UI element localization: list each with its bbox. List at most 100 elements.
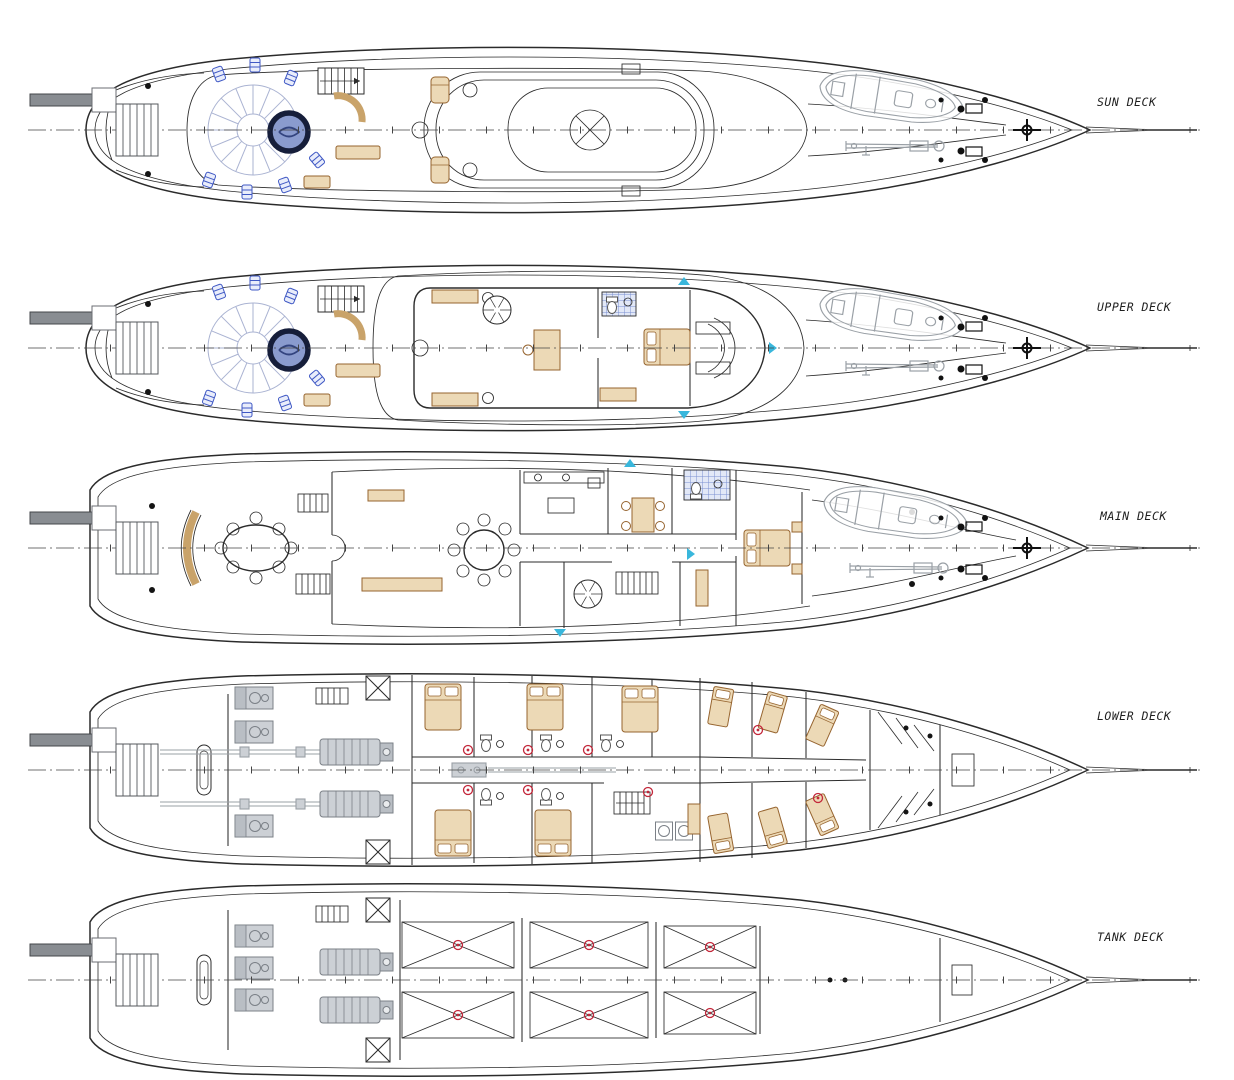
generator xyxy=(234,956,274,980)
aft-stairs xyxy=(295,493,331,595)
deck-label-tank: TANK DECK xyxy=(1097,930,1164,944)
toilet xyxy=(606,296,618,314)
stern-gangway xyxy=(29,937,159,1007)
toilet xyxy=(540,788,552,806)
generator xyxy=(234,686,274,710)
sideboard xyxy=(361,577,443,592)
crew-mess-table xyxy=(687,803,701,835)
tender-boat xyxy=(815,63,968,132)
dining-chairs xyxy=(214,511,298,585)
guest-bed xyxy=(534,809,572,857)
deck-section-sun: SUN DECK xyxy=(0,15,1234,245)
crew-bunk xyxy=(707,685,735,728)
galley xyxy=(523,471,605,514)
marker-cyan xyxy=(678,411,690,419)
nightstand xyxy=(791,521,803,533)
guest-bed xyxy=(526,683,564,731)
sun-lounger xyxy=(430,76,450,104)
crew-bunk xyxy=(804,703,840,748)
deck-section-tank: TANK DECK xyxy=(0,880,1234,1080)
breakfast-chairs xyxy=(621,501,665,531)
table xyxy=(335,363,381,378)
salon-table xyxy=(463,529,505,571)
main-engine xyxy=(319,996,394,1024)
marker-cyan xyxy=(554,629,566,637)
washer xyxy=(655,821,673,841)
tender-boat xyxy=(819,479,972,548)
deck-crane xyxy=(845,140,945,156)
toilet xyxy=(600,734,612,752)
salon-chairs xyxy=(447,513,521,587)
lower-deck-drawing xyxy=(0,673,1234,867)
bathroom-tiles xyxy=(601,291,637,317)
main-engine xyxy=(319,948,394,976)
spiral-stairs xyxy=(573,579,603,609)
guest-bed xyxy=(424,683,462,731)
table xyxy=(303,393,331,407)
generator xyxy=(234,720,274,744)
toilet xyxy=(480,788,492,806)
toilet xyxy=(690,482,702,500)
bow-frames xyxy=(877,711,935,829)
generator xyxy=(234,924,274,948)
stairs-crew xyxy=(613,791,651,815)
tender-boat xyxy=(815,281,968,350)
sun-lounger xyxy=(430,156,450,184)
sun-deck-drawing xyxy=(0,46,1234,214)
crew-bunk xyxy=(707,812,735,855)
engine-room-stairs xyxy=(315,905,349,923)
deck-label-sun: SUN DECK xyxy=(1097,95,1157,109)
spiral-stairs xyxy=(482,295,512,325)
deck-label-upper: UPPER DECK xyxy=(1097,300,1172,314)
toilet xyxy=(540,734,552,752)
settee xyxy=(431,289,479,304)
marker-cyan xyxy=(624,459,636,467)
stairs xyxy=(317,67,365,95)
transom-bench xyxy=(183,510,200,586)
cabinet xyxy=(599,387,637,402)
main-engine xyxy=(319,790,394,818)
engine-room-stairs xyxy=(315,687,349,705)
hatch xyxy=(365,897,391,923)
bar-counter xyxy=(333,310,366,341)
nightstand xyxy=(791,563,803,575)
stairs-down xyxy=(615,571,659,595)
main-deck-drawing xyxy=(0,451,1234,645)
cabinet xyxy=(695,569,709,607)
stern-gangway xyxy=(29,727,159,797)
sideboard xyxy=(367,489,405,502)
superstructure-edge xyxy=(186,67,808,193)
generator xyxy=(234,814,274,838)
deck-section-upper: UPPER DECK xyxy=(0,233,1234,463)
stairs xyxy=(317,285,365,313)
deck-label-lower: LOWER DECK xyxy=(1097,709,1172,723)
stern-gangway xyxy=(29,305,159,375)
deck-section-lower: LOWER DECK xyxy=(0,664,1234,876)
guest-bed xyxy=(621,685,659,733)
captain-bed xyxy=(643,328,691,366)
guest-bed xyxy=(434,809,472,857)
tank-deck-drawing xyxy=(0,883,1234,1077)
crew-bunk xyxy=(757,690,789,734)
upper-deck-drawing xyxy=(0,264,1234,432)
table xyxy=(303,175,331,189)
prop-shafts xyxy=(160,746,320,810)
crew-bunk xyxy=(757,806,789,850)
table xyxy=(533,329,561,371)
deck-crane xyxy=(849,562,949,578)
hatch xyxy=(365,675,391,701)
marker-cyan xyxy=(687,548,695,560)
stern-gangway xyxy=(29,505,159,575)
toilet xyxy=(480,734,492,752)
interior-walls xyxy=(331,468,803,628)
stern-gangway xyxy=(29,87,159,157)
marker-cyan xyxy=(678,277,690,285)
main-engine xyxy=(319,738,394,766)
deck-section-main: MAIN DECK xyxy=(0,441,1234,655)
hatch xyxy=(365,1037,391,1063)
deckhouse xyxy=(413,287,766,409)
table xyxy=(335,145,381,160)
breakfast-table xyxy=(631,497,655,533)
generator xyxy=(234,988,274,1012)
